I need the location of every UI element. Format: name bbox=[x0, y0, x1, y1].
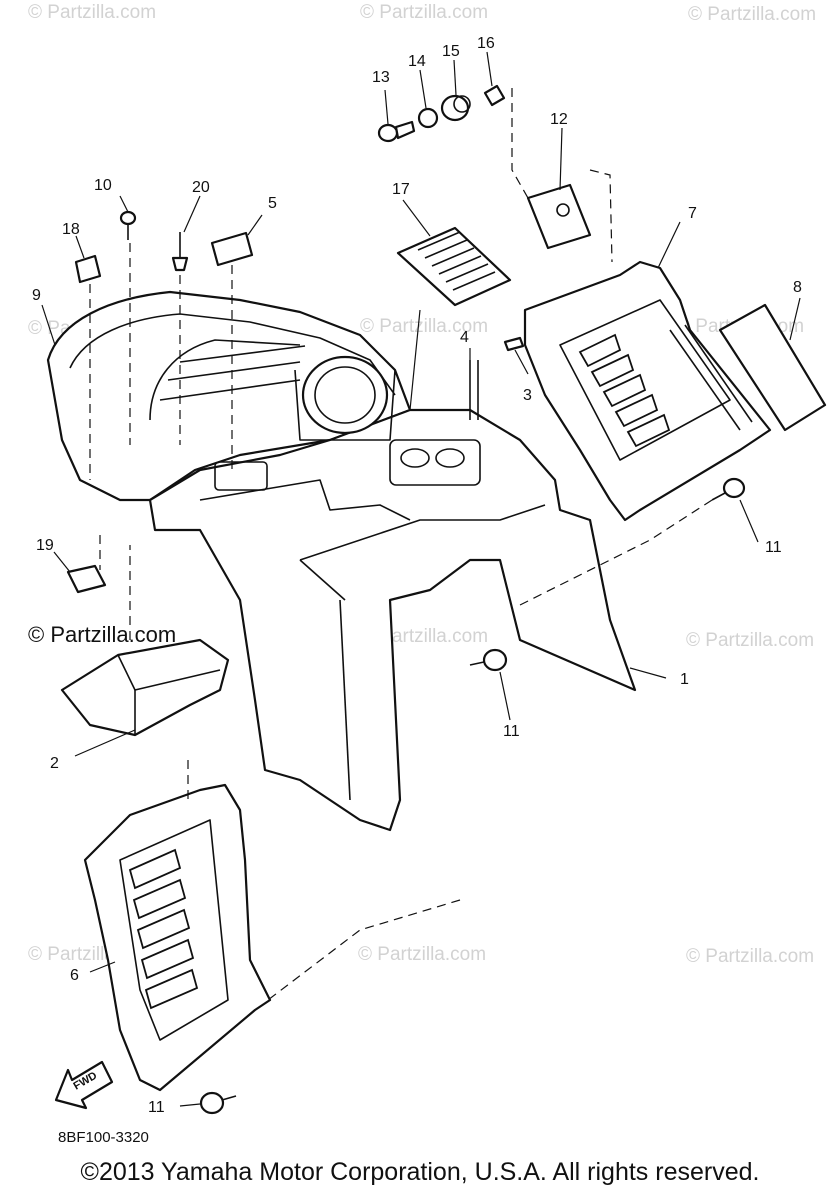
watermark: © Partzilla.com bbox=[28, 2, 157, 23]
callout-9: 9 bbox=[32, 287, 41, 304]
fwd-arrow-icon: FWD bbox=[54, 1060, 114, 1110]
leader-line bbox=[75, 235, 85, 259]
watermark: © Partzilla.com bbox=[686, 630, 815, 651]
leader-line bbox=[119, 195, 129, 213]
part-10-screw bbox=[119, 210, 137, 240]
callout-4: 4 bbox=[460, 329, 469, 346]
diagram-code: 8BF100-3320 bbox=[58, 1129, 149, 1146]
part-13-bolt bbox=[377, 120, 416, 143]
callout-18: 18 bbox=[62, 221, 80, 238]
leader-line bbox=[53, 551, 71, 573]
part-9-left-fender bbox=[46, 290, 412, 502]
leader-line bbox=[41, 304, 56, 346]
callout-11-right: 11 bbox=[765, 539, 782, 556]
assembly-line bbox=[267, 899, 461, 1001]
leader-line bbox=[74, 729, 136, 757]
leader-line bbox=[409, 309, 421, 411]
leader-line bbox=[559, 127, 563, 191]
callout-3: 3 bbox=[523, 387, 532, 404]
leader-line bbox=[247, 214, 263, 236]
copyright-notice: ©2013 Yamaha Motor Corporation, U.S.A. A… bbox=[80, 1158, 760, 1186]
part-19-clamp bbox=[66, 564, 107, 594]
callout-14: 14 bbox=[408, 53, 426, 70]
leader-line bbox=[384, 89, 389, 125]
callout-8: 8 bbox=[793, 279, 802, 296]
part-4-hose bbox=[469, 360, 479, 420]
part-11-bolt-center bbox=[469, 648, 508, 672]
callout-2: 2 bbox=[50, 755, 59, 772]
leader-line bbox=[499, 671, 511, 721]
part-11-bolt-right bbox=[711, 477, 746, 501]
watermark: © Partzilla.com bbox=[360, 316, 489, 337]
part-20-rivet bbox=[171, 232, 189, 272]
part-1-front-cover bbox=[148, 355, 637, 832]
part-12-bracket bbox=[526, 183, 592, 250]
leader-line bbox=[89, 961, 116, 973]
part-17-mat bbox=[396, 226, 512, 307]
callout-1: 1 bbox=[680, 671, 689, 688]
part-15-grommet bbox=[440, 94, 471, 122]
leader-line bbox=[453, 59, 457, 96]
part-5-cap bbox=[210, 231, 254, 267]
callout-11-bottom: 11 bbox=[148, 1099, 165, 1116]
callout-6: 6 bbox=[70, 967, 79, 984]
callout-16: 16 bbox=[477, 35, 495, 52]
part-2-bracket bbox=[60, 638, 230, 737]
callout-7: 7 bbox=[688, 205, 697, 222]
watermark: © Partzilla.com bbox=[360, 2, 489, 23]
leader-line bbox=[629, 667, 667, 679]
assembly-line bbox=[511, 88, 529, 199]
part-16-collar bbox=[483, 84, 506, 107]
leader-line bbox=[657, 221, 681, 269]
callout-5: 5 bbox=[268, 195, 277, 212]
watermark-prominent: © Partzilla.com bbox=[28, 622, 177, 647]
callout-17: 17 bbox=[392, 181, 410, 198]
leader-line bbox=[183, 195, 201, 233]
part-11-bolt-bottom bbox=[199, 1091, 237, 1115]
leader-line bbox=[739, 499, 759, 543]
callout-19: 19 bbox=[36, 537, 54, 554]
callout-10: 10 bbox=[94, 177, 112, 194]
watermark: © Partzilla.com bbox=[686, 946, 815, 967]
leader-line bbox=[179, 1103, 201, 1107]
part-8-pad bbox=[718, 303, 827, 432]
leader-line bbox=[789, 297, 801, 341]
part-18-clip bbox=[74, 254, 102, 284]
part-14-washer bbox=[417, 107, 439, 129]
leader-line bbox=[419, 69, 427, 109]
part-3-clip bbox=[503, 336, 525, 352]
callout-13: 13 bbox=[372, 69, 390, 86]
assembly-line bbox=[589, 169, 613, 263]
assembly-line bbox=[519, 499, 713, 606]
callout-20: 20 bbox=[192, 179, 210, 196]
callout-11-center: 11 bbox=[503, 723, 520, 740]
leader-line bbox=[486, 51, 493, 87]
leader-line bbox=[402, 199, 431, 237]
part-6-left-vent-panel bbox=[83, 783, 272, 1092]
watermark: © Partzilla.com bbox=[358, 944, 487, 965]
callout-12: 12 bbox=[550, 111, 568, 128]
leader-line bbox=[514, 349, 529, 375]
watermark: © Partzilla.com bbox=[688, 4, 817, 25]
part-7-right-vent-panel bbox=[523, 260, 772, 522]
callout-15: 15 bbox=[442, 43, 460, 60]
